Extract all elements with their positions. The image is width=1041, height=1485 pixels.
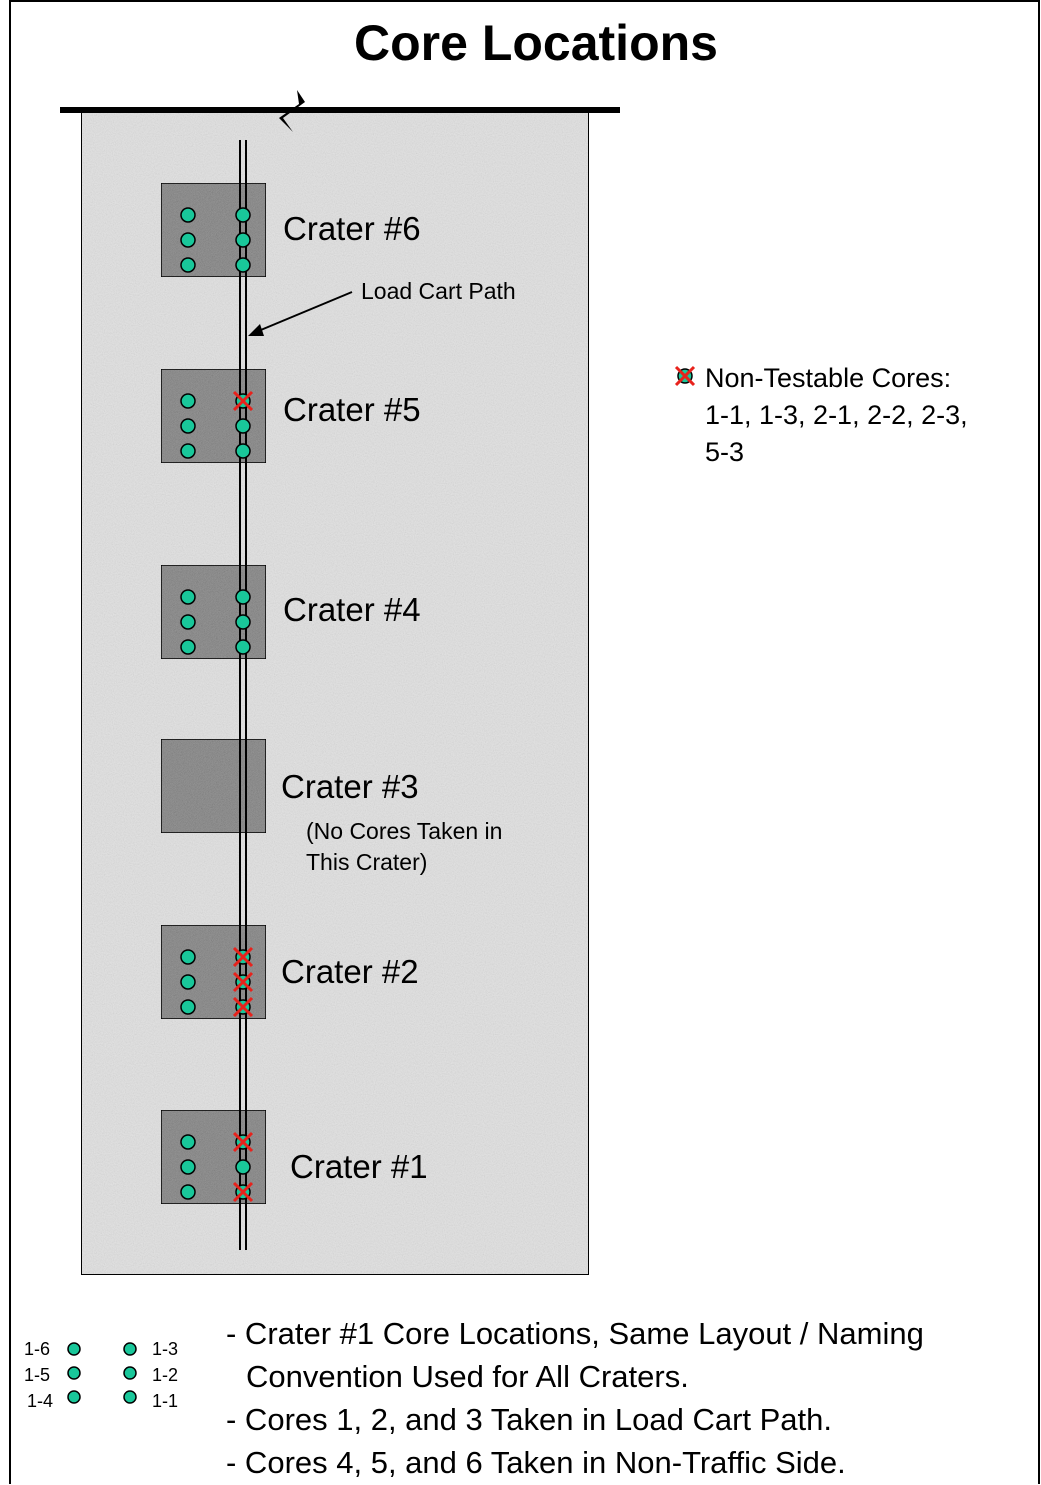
crater-label-1: Crater #1 xyxy=(290,1148,428,1185)
core-marker xyxy=(180,443,196,459)
crater-3-note-line2: This Crater) xyxy=(306,849,428,875)
core-marker xyxy=(180,257,196,273)
core-marker xyxy=(235,232,251,248)
core-key-dot xyxy=(123,1342,137,1356)
legend: Non-Testable Cores: 1-1, 1-3, 2-1, 2-2, … xyxy=(676,360,968,471)
core-marker xyxy=(180,974,196,990)
core-key-label: 1-4 xyxy=(27,1391,54,1411)
crater-label-4: Crater #4 xyxy=(283,591,421,628)
core-marker xyxy=(235,418,251,434)
core-marker xyxy=(235,1159,251,1175)
crater-3-note-line1: (No Cores Taken in xyxy=(306,818,503,844)
core-marker xyxy=(180,999,196,1015)
core-marker xyxy=(180,949,196,965)
page-title: Core Locations xyxy=(354,15,718,71)
core-marker xyxy=(180,639,196,655)
crater-label-2: Crater #2 xyxy=(281,953,419,990)
core-marker xyxy=(235,639,251,655)
note-line: - Cores 1, 2, and 3 Taken in Load Cart P… xyxy=(226,1402,833,1437)
break-symbol xyxy=(279,90,305,132)
load-cart-path-arrow xyxy=(255,291,353,333)
core-marker xyxy=(180,614,196,630)
load-cart-path-label: Load Cart Path xyxy=(361,278,516,304)
non-testable-legend-icon xyxy=(674,365,696,387)
pavement-strip xyxy=(80,109,590,1276)
note-line: Convention Used for All Craters. xyxy=(246,1359,689,1394)
core-marker xyxy=(235,443,251,459)
legend-title: Non-Testable Cores: xyxy=(705,363,952,393)
crater-label-5: Crater #5 xyxy=(283,391,421,428)
core-key-dot xyxy=(67,1366,81,1380)
non-testable-mark xyxy=(232,390,254,412)
crater-label-6: Crater #6 xyxy=(283,210,421,247)
core-marker xyxy=(180,1184,196,1200)
non-testable-mark xyxy=(232,996,254,1018)
non-testable-mark xyxy=(232,971,254,993)
note-line: - Crater #1 Core Locations, Same Layout … xyxy=(226,1316,924,1351)
core-marker xyxy=(180,393,196,409)
core-key-label: 1-5 xyxy=(24,1365,51,1385)
core-marker xyxy=(235,207,251,223)
page-frame xyxy=(9,0,1040,1484)
core-key-label: 1-6 xyxy=(24,1339,51,1359)
core-key-label: 1-1 xyxy=(152,1391,179,1411)
non-testable-mark xyxy=(232,1181,254,1203)
core-key-dot xyxy=(67,1342,81,1356)
core-marker xyxy=(180,232,196,248)
core-key-dot xyxy=(67,1390,81,1404)
core-marker xyxy=(180,1134,196,1150)
note-line: - Cores 4, 5, and 6 Taken in Non-Traffic… xyxy=(226,1445,846,1480)
crater-label-3: Crater #3 xyxy=(281,768,419,805)
core-marker xyxy=(180,207,196,223)
non-testable-mark xyxy=(232,946,254,968)
core-key-dot xyxy=(123,1366,137,1380)
arrow-head xyxy=(248,324,264,336)
core-marker xyxy=(235,257,251,273)
core-marker xyxy=(180,418,196,434)
core-key-label: 1-2 xyxy=(152,1365,179,1385)
non-testable-mark xyxy=(232,1131,254,1153)
core-marker xyxy=(180,589,196,605)
core-marker xyxy=(235,589,251,605)
core-key-dot xyxy=(123,1390,137,1404)
core-key-label: 1-3 xyxy=(152,1339,179,1359)
legend-list-line2: 5-3 xyxy=(705,437,745,467)
crater-box xyxy=(160,738,267,834)
notes: - Crater #1 Core Locations, Same Layout … xyxy=(226,1312,924,1484)
legend-list-line1: 1-1, 1-3, 2-1, 2-2, 2-3, xyxy=(705,400,968,430)
core-marker xyxy=(180,1159,196,1175)
core-marker xyxy=(235,614,251,630)
